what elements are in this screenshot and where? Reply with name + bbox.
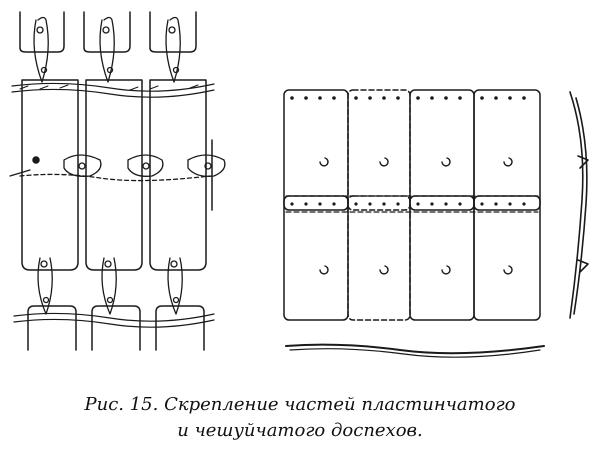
figure-caption: Рис. 15. Скрепление частей пластинчатого…: [0, 392, 600, 444]
caption-line-1: Рис. 15. Скрепление частей пластинчатого: [84, 394, 516, 415]
scale-side-profile: [569, 91, 589, 319]
caption-line-2: и чешуйчатого доспехов.: [177, 420, 423, 441]
scale-central-rivets: [319, 157, 513, 275]
lamellar-armor-drawing: [9, 11, 226, 351]
scale-edge-holes: [290, 96, 526, 206]
lamellar-plates: [21, 79, 213, 271]
bottom-plate-row: [27, 305, 205, 351]
lower-horizontal-cord: [13, 312, 215, 328]
top-plate-row: [19, 11, 197, 53]
scale-row-top: [283, 89, 541, 211]
upper-lacing-loops: [33, 16, 181, 83]
scale-row-bottom: [283, 195, 541, 321]
lower-lacing-loops: [37, 257, 183, 315]
armor-fastening-illustration: [9, 11, 589, 358]
scale-cross-section: [285, 343, 545, 358]
scale-armor-drawing: [283, 89, 589, 358]
middle-lacing-knots: [9, 154, 226, 182]
scale-binding-strip: [285, 195, 539, 213]
upper-horizontal-cord: [11, 82, 215, 98]
